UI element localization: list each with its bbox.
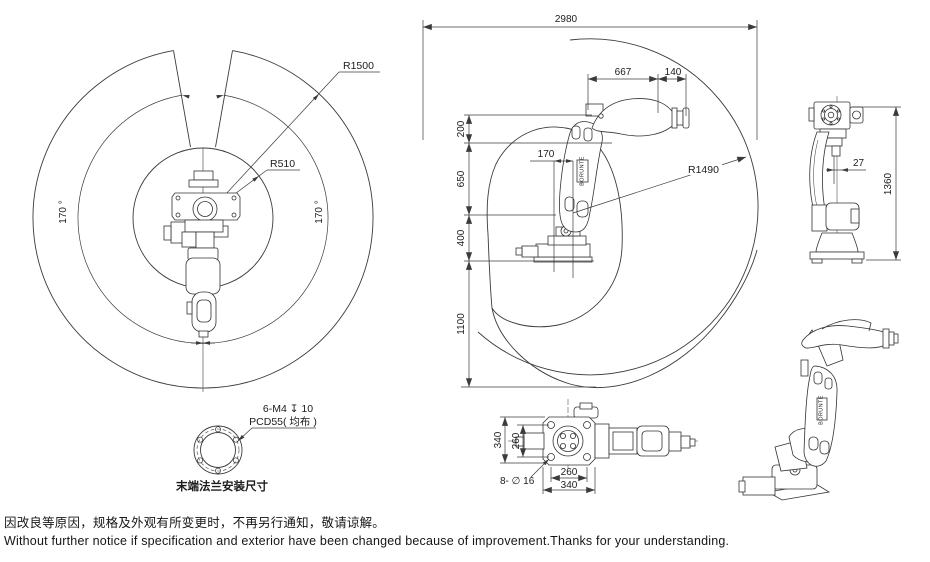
dim-260-horizontal: 260 xyxy=(561,467,578,478)
flange-callout-line2: PCD55( 均布 ) xyxy=(249,416,317,428)
iso-view-robot: BORUNTE xyxy=(738,319,899,501)
side-view-envelope xyxy=(477,38,759,388)
dim-27: 27 xyxy=(853,158,865,169)
base-view-dimensions xyxy=(500,416,596,494)
dim-200: 200 xyxy=(456,120,467,137)
flange-detail xyxy=(193,425,316,475)
r1500-label: R1500 xyxy=(343,60,374,72)
side-view-labels: 2980 667 140 200 650 400 1100 170 R1490 xyxy=(456,14,719,335)
dim-340-vertical: 340 xyxy=(493,431,504,448)
flange-detail-labels: 6-M4 ↧ 10 PCD55( 均布 ) 末端法兰安装尺寸 xyxy=(176,403,317,493)
base-view-labels: 340 260 260 340 8- ∅ 16 xyxy=(493,431,578,491)
angle-left-label: 170 ° xyxy=(58,200,69,223)
holes-label: 8- ∅ 16 xyxy=(500,476,535,487)
flange-caption: 末端法兰安装尺寸 xyxy=(176,479,268,493)
top-view-envelope xyxy=(32,50,380,392)
side-view-dimensions xyxy=(422,20,758,388)
dim-1100: 1100 xyxy=(456,313,467,335)
footer-note-zh: 因改良等原因，规格及外观有所变更时，不再另行通知，敬请谅解。 xyxy=(4,516,386,530)
rear-view-robot xyxy=(808,96,865,264)
flange-callout-line1: 6-M4 ↧ 10 xyxy=(263,403,313,415)
dim-260-vertical: 260 xyxy=(511,432,522,449)
dim-340-horizontal: 340 xyxy=(561,480,578,491)
side-view-brand: BORUNTE xyxy=(580,156,586,186)
top-view-labels: R1500 R510 170 ° 170 ° xyxy=(58,60,374,224)
footer-note-en: Without further notice if specification … xyxy=(4,534,730,548)
dim-667: 667 xyxy=(615,67,632,78)
dim-2980: 2980 xyxy=(555,14,578,25)
r510-label: R510 xyxy=(270,158,295,170)
dim-400: 400 xyxy=(456,229,467,246)
dim-170: 170 xyxy=(538,149,555,160)
dim-650: 650 xyxy=(456,170,467,187)
dim-140: 140 xyxy=(665,67,682,78)
iso-view-brand: BORUNTE xyxy=(819,395,825,425)
base-view-robot xyxy=(508,399,700,472)
dim-1360: 1360 xyxy=(883,172,894,195)
rear-view-dimensions xyxy=(826,106,901,261)
top-view-robot xyxy=(163,170,241,338)
angle-right-label: 170 ° xyxy=(314,200,325,223)
r1490-label: R1490 xyxy=(688,164,719,176)
side-view-robot: BORUNTE xyxy=(515,98,690,263)
rear-view-labels: 27 1360 xyxy=(853,158,894,195)
